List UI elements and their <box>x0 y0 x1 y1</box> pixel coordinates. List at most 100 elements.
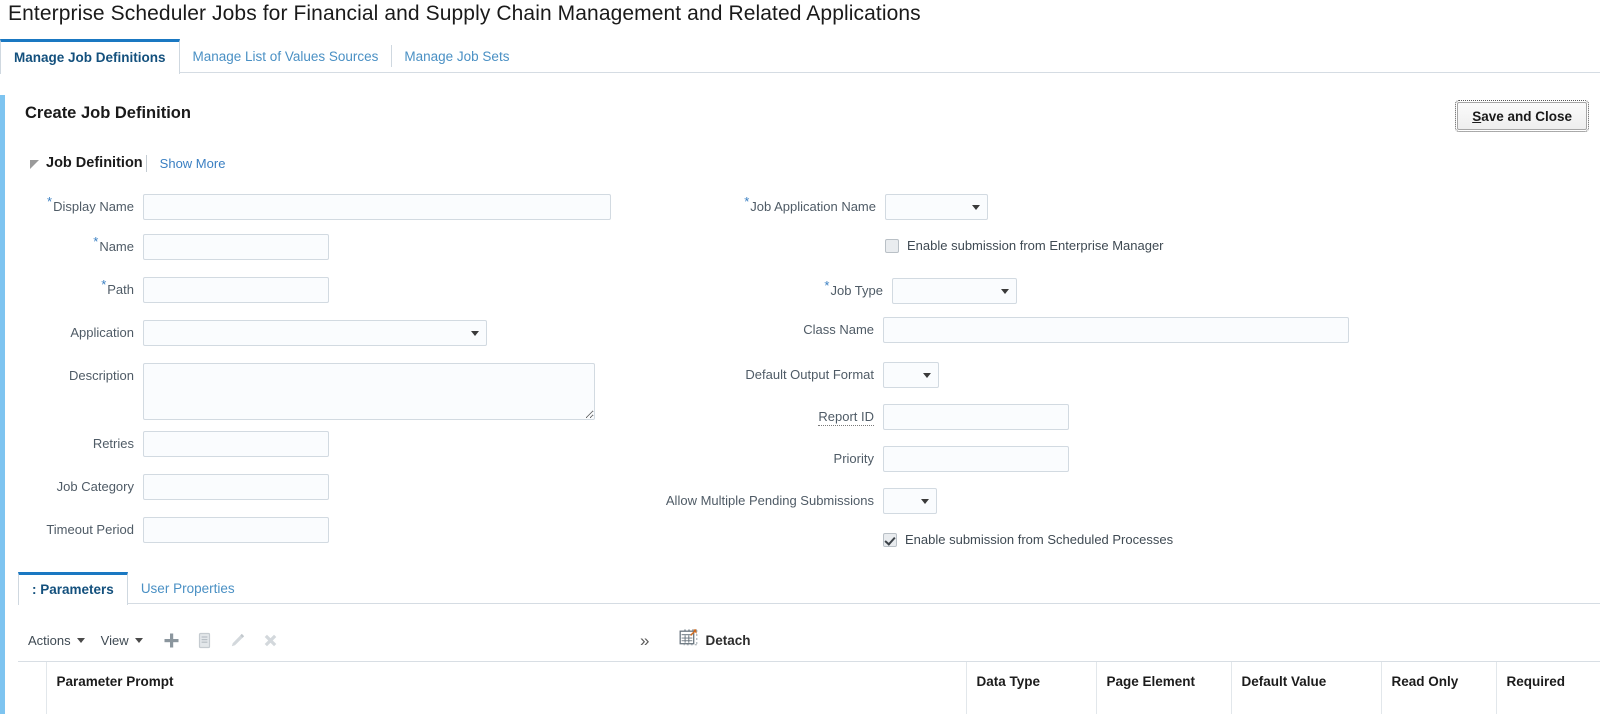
required-indicator: * <box>824 278 830 293</box>
priority-label: Priority <box>833 451 874 466</box>
report-id-input[interactable] <box>883 404 1069 430</box>
field-row-priority: Priority <box>640 446 1069 472</box>
default-output-format-label: Default Output Format <box>745 367 874 382</box>
enable-scheduled-checkbox[interactable] <box>883 532 897 547</box>
field-row-name: *Name <box>0 234 329 260</box>
field-row-default-output-format: Default Output Format <box>640 362 939 388</box>
cell-parameter-prompt[interactable] <box>46 700 967 714</box>
field-row-job-application-name: *Job Application Name <box>640 194 988 220</box>
tab-manage-list-of-values-sources[interactable]: Manage List of Values Sources <box>180 39 392 73</box>
timeout-period-input[interactable] <box>143 517 329 543</box>
cell-required[interactable] <box>1496 700 1600 714</box>
tab-label: Manage Job Definitions <box>14 50 166 65</box>
cell-page-element[interactable] <box>1096 700 1232 714</box>
detach-button[interactable]: Detach <box>679 628 750 652</box>
display-name-label: *Display Name <box>47 194 134 214</box>
display-name-input[interactable] <box>143 194 611 220</box>
save-button-label-rest: ave and Close <box>1481 108 1572 124</box>
tab-manage-job-definitions[interactable]: Manage Job Definitions <box>0 39 180 74</box>
name-input[interactable] <box>143 234 329 260</box>
tab-label: Manage List of Values Sources <box>192 48 379 64</box>
job-application-name-label: *Job Application Name <box>744 194 876 214</box>
section-title: Create Job Definition <box>25 104 191 122</box>
class-name-label: Class Name <box>803 322 874 337</box>
enable-submission-scheduled-processes-row: Enable submission from Scheduled Process… <box>883 532 1173 547</box>
class-name-input[interactable] <box>883 317 1349 343</box>
timeout-period-label: Timeout Period <box>46 522 134 537</box>
cell-read-only[interactable] <box>1381 700 1497 714</box>
detach-label: Detach <box>705 632 751 648</box>
add-icon[interactable] <box>159 627 185 653</box>
job-application-name-select[interactable] <box>885 194 988 220</box>
table-toolbar: Actions View <box>28 624 291 656</box>
table-body <box>18 700 1600 714</box>
field-row-allow-multiple-pending-submissions: Allow Multiple Pending Submissions <box>640 488 937 514</box>
allow-multiple-select[interactable] <box>883 488 937 514</box>
retries-label: Retries <box>92 436 134 451</box>
field-row-job-category: Job Category <box>0 474 329 500</box>
edit-icon[interactable] <box>225 627 251 653</box>
job-type-select[interactable] <box>892 278 1017 304</box>
default-output-format-select[interactable] <box>883 362 939 388</box>
field-row-application: Application <box>0 320 487 346</box>
view-menu-label: View <box>100 632 129 648</box>
retries-input[interactable] <box>143 431 329 457</box>
path-label: *Path <box>101 277 134 297</box>
enable-em-checkbox[interactable] <box>885 238 899 253</box>
required-indicator: * <box>93 234 99 249</box>
required-indicator: * <box>47 194 53 209</box>
show-more-link[interactable]: Show More <box>159 155 226 171</box>
table-row[interactable] <box>18 700 1600 714</box>
chevron-down-icon <box>1001 289 1009 294</box>
field-row-path: *Path <box>0 277 329 303</box>
field-row-retries: Retries <box>0 431 329 457</box>
actions-menu-label: Actions <box>28 632 71 648</box>
column-header-data-type[interactable]: Data Type <box>966 662 1097 700</box>
job-category-label: Job Category <box>56 479 134 494</box>
chevron-down-icon <box>471 331 479 336</box>
tab-manage-job-sets[interactable]: Manage Job Sets <box>391 39 522 73</box>
field-row-description: Description <box>0 363 595 420</box>
actions-menu-button[interactable]: Actions <box>28 633 85 648</box>
column-header-default-value[interactable]: Default Value <box>1231 662 1382 700</box>
disclosure-triangle-icon[interactable] <box>30 159 39 169</box>
subtab-user-properties[interactable]: User Properties <box>128 572 248 604</box>
path-input[interactable] <box>143 277 329 303</box>
column-header-page-element[interactable]: Page Element <box>1096 662 1232 700</box>
table-header-row: Parameter Prompt Data Type Page Element … <box>18 662 1600 700</box>
expand-chevron-icon[interactable]: » <box>640 630 650 650</box>
disclosure-label[interactable]: Job Definition <box>46 155 143 171</box>
column-header-parameter-prompt[interactable]: Parameter Prompt <box>46 662 967 700</box>
field-row-display-name: *Display Name <box>0 194 611 220</box>
cell-data-type[interactable] <box>966 700 1097 714</box>
tab-label: Manage Job Sets <box>404 48 510 64</box>
chevron-down-icon <box>134 637 143 643</box>
view-menu-button[interactable]: View <box>101 633 143 648</box>
enable-submission-enterprise-manager-row: Enable submission from Enterprise Manage… <box>885 238 1164 253</box>
field-row-job-type: *Job Type <box>640 278 1017 304</box>
delete-icon[interactable] <box>258 627 284 653</box>
main-tabstrip: Manage Job Definitions Manage List of Va… <box>0 39 1600 74</box>
parameters-subtabstrip: : Parameters User Properties <box>18 572 1600 605</box>
application-select[interactable] <box>143 320 487 346</box>
job-category-input[interactable] <box>143 474 329 500</box>
subtab-label: : Parameters <box>32 582 114 597</box>
save-and-close-button[interactable]: Save and Close <box>1455 100 1589 132</box>
chevron-down-icon <box>921 499 929 504</box>
disclosure-separator <box>145 154 147 172</box>
enable-em-label[interactable]: Enable submission from Enterprise Manage… <box>907 238 1164 253</box>
duplicate-icon[interactable] <box>192 627 218 653</box>
column-header-read-only[interactable]: Read Only <box>1381 662 1497 700</box>
priority-input[interactable] <box>883 446 1069 472</box>
description-textarea[interactable] <box>143 363 595 420</box>
report-id-label: Report ID <box>818 409 874 426</box>
subtab-parameters[interactable]: : Parameters <box>18 572 128 605</box>
column-header-required[interactable]: Required <box>1496 662 1600 700</box>
cell-default-value[interactable] <box>1231 700 1382 714</box>
row-select-cell[interactable] <box>18 700 47 714</box>
detach-icon <box>679 628 698 652</box>
enable-scheduled-label[interactable]: Enable submission from Scheduled Process… <box>905 532 1174 547</box>
row-select-column-header <box>18 662 47 700</box>
allow-multiple-label: Allow Multiple Pending Submissions <box>665 493 874 508</box>
